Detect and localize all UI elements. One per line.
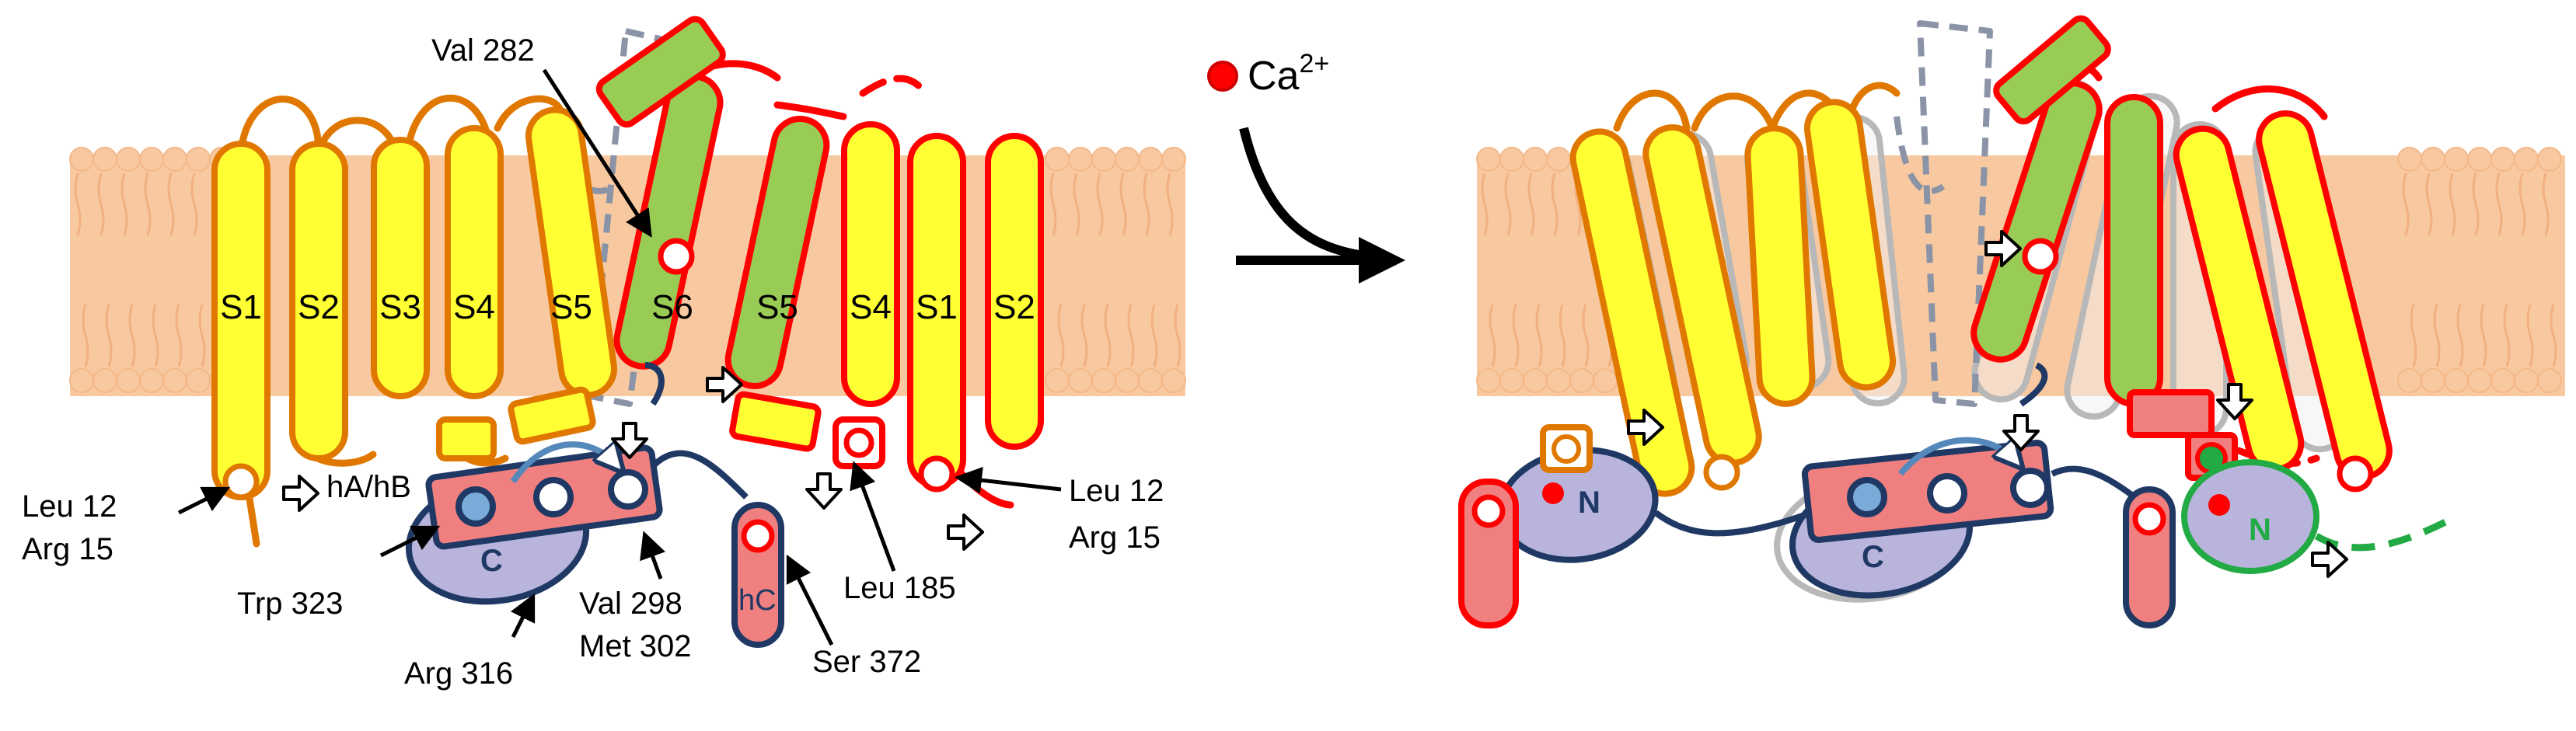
- helix-r-chain1-d: [1803, 99, 1897, 391]
- label-arg15-left: Arg 15: [22, 532, 113, 566]
- pore-helix-right: [1993, 15, 2111, 125]
- helix-r-chain2-a: [1970, 80, 2103, 363]
- label-trp323: Trp 323: [237, 587, 343, 621]
- label-met302: Met 302: [579, 629, 692, 663]
- helix-s2-chain2: [985, 133, 1044, 450]
- helix-s5-chain1: [525, 106, 618, 399]
- helix-s2-chain1: [289, 141, 348, 461]
- movement-arrow-icon: [2216, 383, 2253, 420]
- movement-arrow-icon: [282, 475, 319, 512]
- linker-block: [729, 391, 822, 452]
- movement-arrow-icon: [1984, 230, 2022, 267]
- label-leu12-left: Leu 12: [22, 489, 117, 524]
- segment-label-chain2: S2: [993, 288, 1035, 326]
- movement-arrow-icon: [611, 422, 648, 459]
- segment-label-chain1: S1: [220, 288, 262, 326]
- helix-r-chain1-b: [1642, 124, 1762, 466]
- movement-arrow-icon: [706, 366, 743, 403]
- right-panel: C N N: [1458, 15, 2451, 628]
- domain-c-label-right: C: [1862, 540, 1884, 574]
- linker-block: [436, 416, 497, 461]
- helix-s5-chain2: [724, 116, 830, 389]
- movement-arrow-icon: [805, 472, 843, 510]
- label-val298: Val 298: [579, 587, 682, 621]
- label-arg15-right: Arg 15: [1069, 520, 1161, 555]
- domain-n-label: N: [1578, 486, 1600, 520]
- label-arg316: Arg 316: [404, 656, 513, 691]
- helix-s4-chain2: [841, 121, 900, 407]
- movement-arrow-icon: [2002, 414, 2040, 451]
- domain-c-label: C: [480, 544, 503, 578]
- label-leu12-right: Leu 12: [1069, 474, 1164, 508]
- movement-arrow-icon: [1627, 409, 1664, 446]
- svg-text:Ca2+: Ca2+: [1248, 49, 1329, 99]
- calcium-icon: [1207, 61, 1238, 92]
- movement-arrow-icon: [947, 513, 984, 551]
- helix-r-chain1-c: [1744, 125, 1816, 407]
- linker-block: [508, 386, 596, 445]
- helix-s4-chain1: [445, 125, 504, 399]
- label-leu185: Leu 185: [843, 571, 956, 605]
- segment-label-chain1: S3: [379, 288, 421, 326]
- n-domain-right: N: [1458, 424, 1659, 628]
- domain-n-label-green: N: [2249, 513, 2271, 547]
- segment-label-chain2: S6: [651, 288, 693, 326]
- segment-label-chain1: S2: [298, 288, 340, 326]
- hc-helix: hC: [731, 502, 784, 648]
- left-panel: C hC S1 S2 S3 S4 S5 S6 S5 S4 S1 S2 Val 282 Leu 12…: [22, 16, 1164, 691]
- hc-label: hC: [738, 584, 777, 617]
- ca-superscript: 2+: [1299, 49, 1329, 78]
- label-ser372: Ser 372: [812, 645, 921, 679]
- segment-label-chain2: S4: [850, 288, 892, 326]
- segment-label-chain2: S5: [756, 288, 798, 326]
- movement-arrow-icon: [2311, 541, 2348, 578]
- label-hahb: hA/hB: [326, 470, 411, 504]
- segment-label-chain1: S4: [453, 288, 495, 326]
- helix-s3-chain1: [371, 137, 430, 399]
- helix-r-chain1-a: [1569, 128, 1695, 497]
- segment-label-chain2: S1: [916, 288, 958, 326]
- segment-label-chain1: S5: [550, 288, 592, 326]
- label-val282: Val 282: [431, 33, 535, 68]
- c-domain-right: C: [1774, 440, 2054, 603]
- pore-helix: [595, 16, 726, 128]
- calcium-legend: Ca2+: [1207, 49, 1405, 284]
- c-domain-left: C: [405, 444, 663, 605]
- ca-base: Ca: [1248, 54, 1300, 99]
- helix-r-chain2-b: [2104, 94, 2163, 407]
